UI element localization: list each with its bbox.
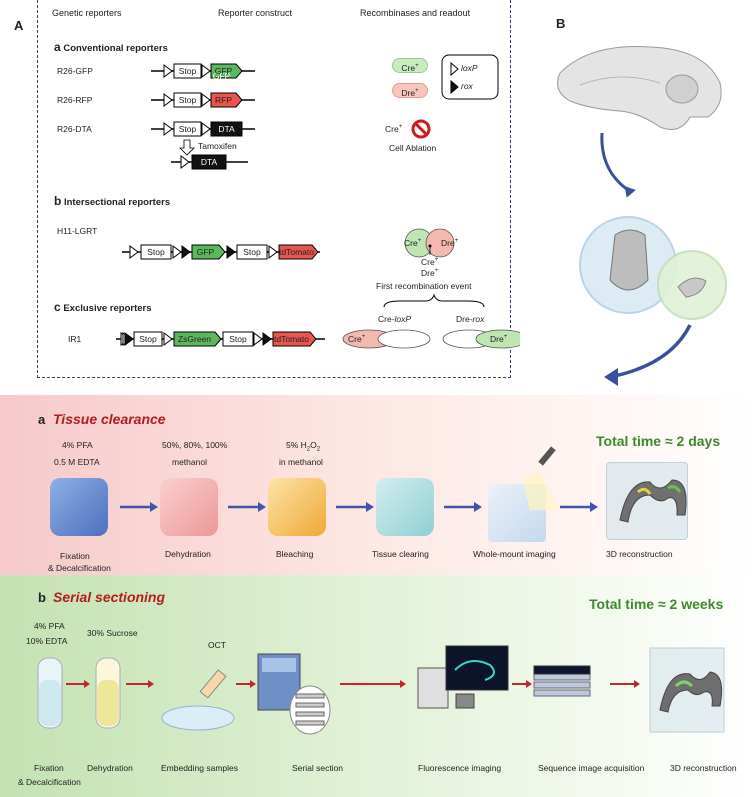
b-s1-top-2: 10% EDTA [26, 636, 68, 646]
construct-ir1 [116, 331, 325, 347]
cre-loxp-label: Cre-loxP [378, 314, 412, 324]
block-tdtomato-ir1: tdTomato [274, 334, 309, 344]
row-label-h11: H11-LGRT [57, 226, 98, 236]
b-s2-top: 30% Sucrose [87, 628, 138, 638]
legend-rox: rox [461, 81, 473, 91]
excl-cre-label: Cre+ [348, 334, 366, 344]
tissue-clearance-title: Tissue clearance [53, 411, 166, 427]
row-label-r26gfp: R26-GFP [57, 66, 93, 76]
cube-fixation [50, 478, 108, 536]
block-gfp-1: GFP [212, 71, 231, 81]
panel-b-label: B [556, 16, 566, 31]
block-stop-2: Stop [178, 95, 197, 105]
cube-bleaching [268, 478, 326, 536]
dre-rox-label: Dre-rox [456, 314, 485, 324]
b-step-decal: & Decalcification [18, 777, 81, 787]
a-step-clearing: Tissue clearing [372, 549, 429, 559]
cre-pill: Cre+ [392, 58, 428, 73]
block-stop-3: Stop [178, 124, 197, 134]
clearance-arrows [120, 446, 687, 523]
a-step-3d: 3D reconstruction [606, 549, 673, 559]
dre-pill: Dre+ [392, 83, 428, 98]
tamoxifen-label: Tamoxifen [198, 141, 237, 151]
a-step-dehydration: Dehydration [165, 549, 211, 559]
s1-top-1: 4% PFA [62, 440, 93, 450]
construct-r26rfp [151, 92, 255, 108]
construct-diagrams [116, 54, 520, 349]
block-zsgreen: ZsGreen [177, 334, 212, 344]
b-step-fixation: Fixation [34, 763, 64, 773]
block-tdtomato-h11: tdTomato [279, 247, 314, 257]
block-gfp-label: GFP [214, 66, 233, 76]
c-sec-a-letter: a [38, 412, 46, 427]
block-rfp-label: RFP [215, 95, 232, 105]
construct-h11lgrt [122, 244, 320, 260]
c-sec-b-letter: b [38, 590, 46, 605]
b-step-serial: Serial section [292, 763, 344, 773]
legend-loxp: loxP [461, 63, 478, 73]
a-step-imaging: Whole-mount imaging [473, 549, 556, 559]
b-step-embedding: Embedding samples [161, 763, 239, 773]
a-step-bleaching: Bleaching [276, 549, 314, 559]
row-label-r26rfp: R26-RFP [57, 95, 93, 105]
oct-label: OCT [208, 640, 226, 650]
s2-top-1: 50%, 80%, 100% [162, 440, 228, 450]
serial-sectioning-title: Serial sectioning [53, 589, 166, 605]
block-stop-ir1a: Stop [139, 334, 157, 344]
block-dta-1: DTA [218, 124, 235, 134]
section-b-title: b Intersectional reporters [54, 194, 171, 208]
excl-dre-label: Dre+ [490, 334, 508, 344]
section-c-title: c Exclusive reporters [54, 300, 152, 314]
venn-both-label: Cre+Dre+ [421, 256, 439, 278]
cre-ablation-label: Cre+ [385, 124, 403, 134]
s3-top-2: in methanol [279, 457, 323, 467]
s2-top-2: methanol [172, 457, 207, 467]
b-step-3d: 3D reconstruction [670, 763, 737, 773]
a-step-decal: & Decalcification [48, 563, 111, 573]
panel-a-label: A [14, 18, 24, 33]
panel-a-box [37, 0, 511, 378]
col-header-recombinase: Recombinases and readout [360, 8, 471, 18]
first-event-label: First recombination event [376, 281, 472, 291]
col-header-construct: Reporter construct [218, 8, 293, 18]
a-step-fixation: Fixation [60, 551, 90, 561]
cube-3d [606, 462, 688, 540]
row-label-r26dta: R26-DTA [57, 124, 92, 134]
block-stop-h11b: Stop [243, 247, 261, 257]
s1-top-2: 0.5 M EDTA [54, 457, 100, 467]
block-stop-1: Stop [178, 66, 197, 76]
block-stop-ir1b: Stop [229, 334, 247, 344]
row-label-ir1: IR1 [68, 334, 82, 344]
venn-dre-label: Dre+ [441, 238, 459, 248]
b-s1-top-1: 4% PFA [34, 621, 65, 631]
col-header-genetic: Genetic reporters [52, 8, 122, 18]
b-step-sequence: Sequence image acquisition [538, 763, 645, 773]
b-step-fluorescence: Fluorescence imaging [418, 763, 502, 773]
venn-cre-label: Cre+ [404, 238, 422, 248]
sectioning-illustrations [37, 645, 725, 735]
construct-r26dta [151, 121, 255, 170]
section-a-title: a Conventional reporters [54, 40, 168, 54]
serial-sectioning-band [0, 575, 754, 797]
total-time-2days: Total time ≈ 2 days [596, 433, 721, 449]
cube-clearing [376, 478, 434, 536]
cell-ablation-label: Cell Ablation [389, 143, 437, 153]
total-time-2weeks: Total time ≈ 2 weeks [589, 596, 724, 612]
cube-dehydration [160, 478, 218, 536]
block-dta-2: DTA [200, 157, 218, 167]
block-stop-h11a: Stop [147, 247, 165, 257]
b-step-dehydration: Dehydration [87, 763, 133, 773]
panel-b-illustration [557, 46, 727, 386]
s3-top-1: 5% H2O2 [286, 440, 321, 453]
construct-r26gfp [151, 63, 255, 79]
block-gfp-h11: GFP [196, 247, 215, 257]
